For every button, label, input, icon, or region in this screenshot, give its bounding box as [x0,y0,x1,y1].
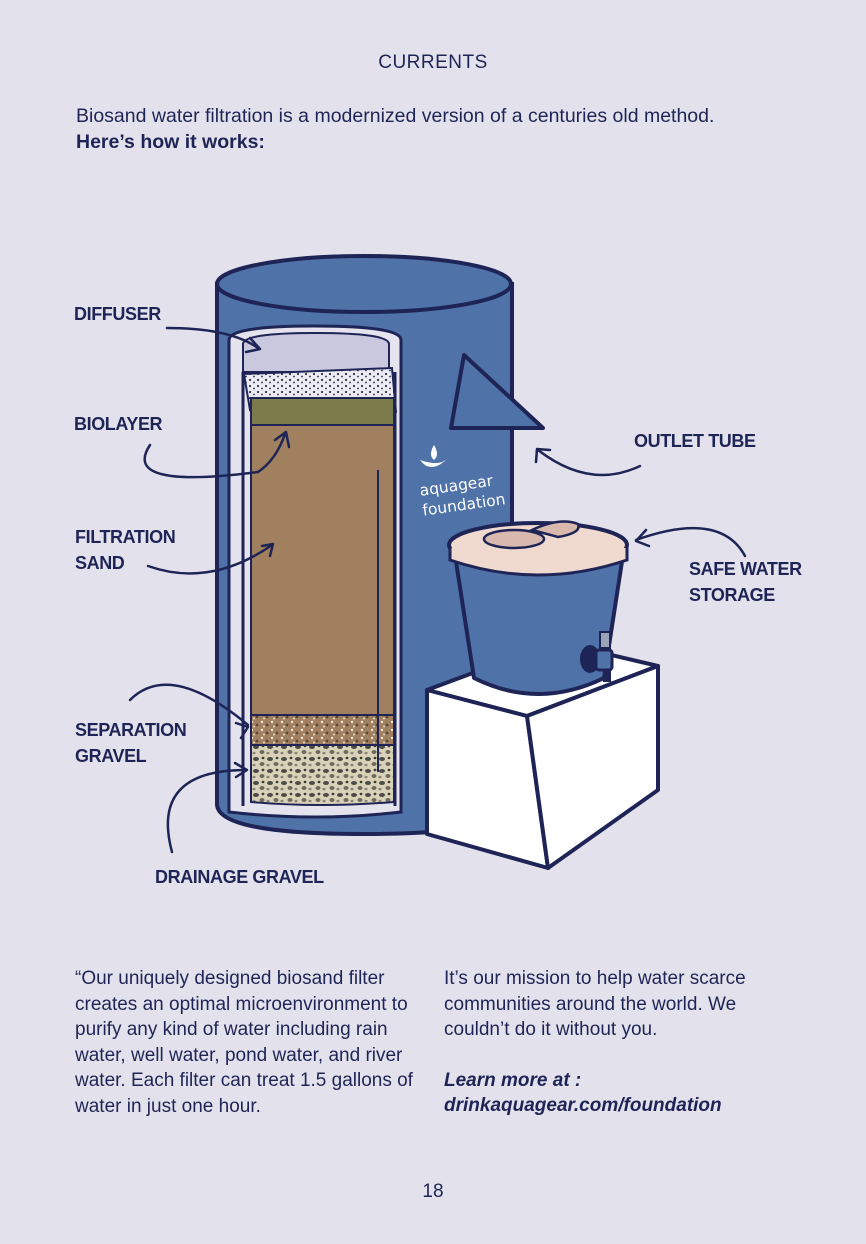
label-diffuser: DIFFUSER [74,304,161,324]
outlet-tube [449,353,545,430]
label-filtration-line-1: FILTRATION [75,527,176,547]
label-safe-water-storage: SAFE WATER STORAGE [689,556,802,608]
aquagear-logo-icon [420,445,448,468]
intro-text: Biosand water filtration is a modernized… [76,103,714,155]
drainage-arrow [166,768,248,854]
storage-arrowhead [634,528,651,548]
page-number: 18 [422,1181,444,1202]
separation-arrowhead [234,721,250,740]
label-safe-water-line-2: STORAGE [689,585,775,605]
sand-arrow [146,543,274,575]
outlet-arrow [536,448,642,477]
label-safe-water-line-1: SAFE WATER [689,559,802,579]
learn-more: Learn more at : drinkaquagear.com/founda… [444,1068,774,1119]
sand-arrowhead [260,542,275,558]
label-outlet-tube: OUTLET TUBE [634,431,756,451]
label-separation-line-1: SEPARATION [75,720,187,740]
label-biolayer: BIOLAYER [74,414,163,434]
drainage-arrowhead [233,761,249,779]
label-filtration-line-2: SAND [75,553,125,573]
label-separation-gravel: SEPARATION GRAVEL [75,717,187,769]
label-arrows [128,326,747,854]
learn-more-link[interactable]: drinkaquagear.com/foundation [444,1095,722,1116]
biolayer-arrow [143,432,287,479]
label-filtration-sand: FILTRATION SAND [75,524,176,576]
quote-column: “Our uniquely designed biosand filter cr… [75,966,420,1119]
diffuser-arrowhead [244,336,262,354]
quote-text: “Our uniquely designed biosand filter cr… [75,968,413,1117]
mission-text: It’s our mission to help water scarce co… [444,968,746,1040]
label-drainage-gravel: DRAINAGE GRAVEL [155,867,324,887]
safe-water-bucket [447,520,629,696]
intro-bold: Here’s how it works: [76,131,265,153]
label-separation-line-2: GRAVEL [75,746,147,766]
intro-line: Biosand water filtration is a modernized… [76,105,715,127]
separation-arrow [128,683,250,727]
outlet-arrowhead [534,447,552,464]
mission-column: It’s our mission to help water scarce co… [444,966,774,1119]
diffuser-arrow [165,326,260,350]
learn-more-label: Learn more at : [444,1069,582,1091]
section-title: CURRENTS [378,52,488,73]
storage-arrow [634,526,747,558]
biolayer-arrowhead [273,430,291,449]
